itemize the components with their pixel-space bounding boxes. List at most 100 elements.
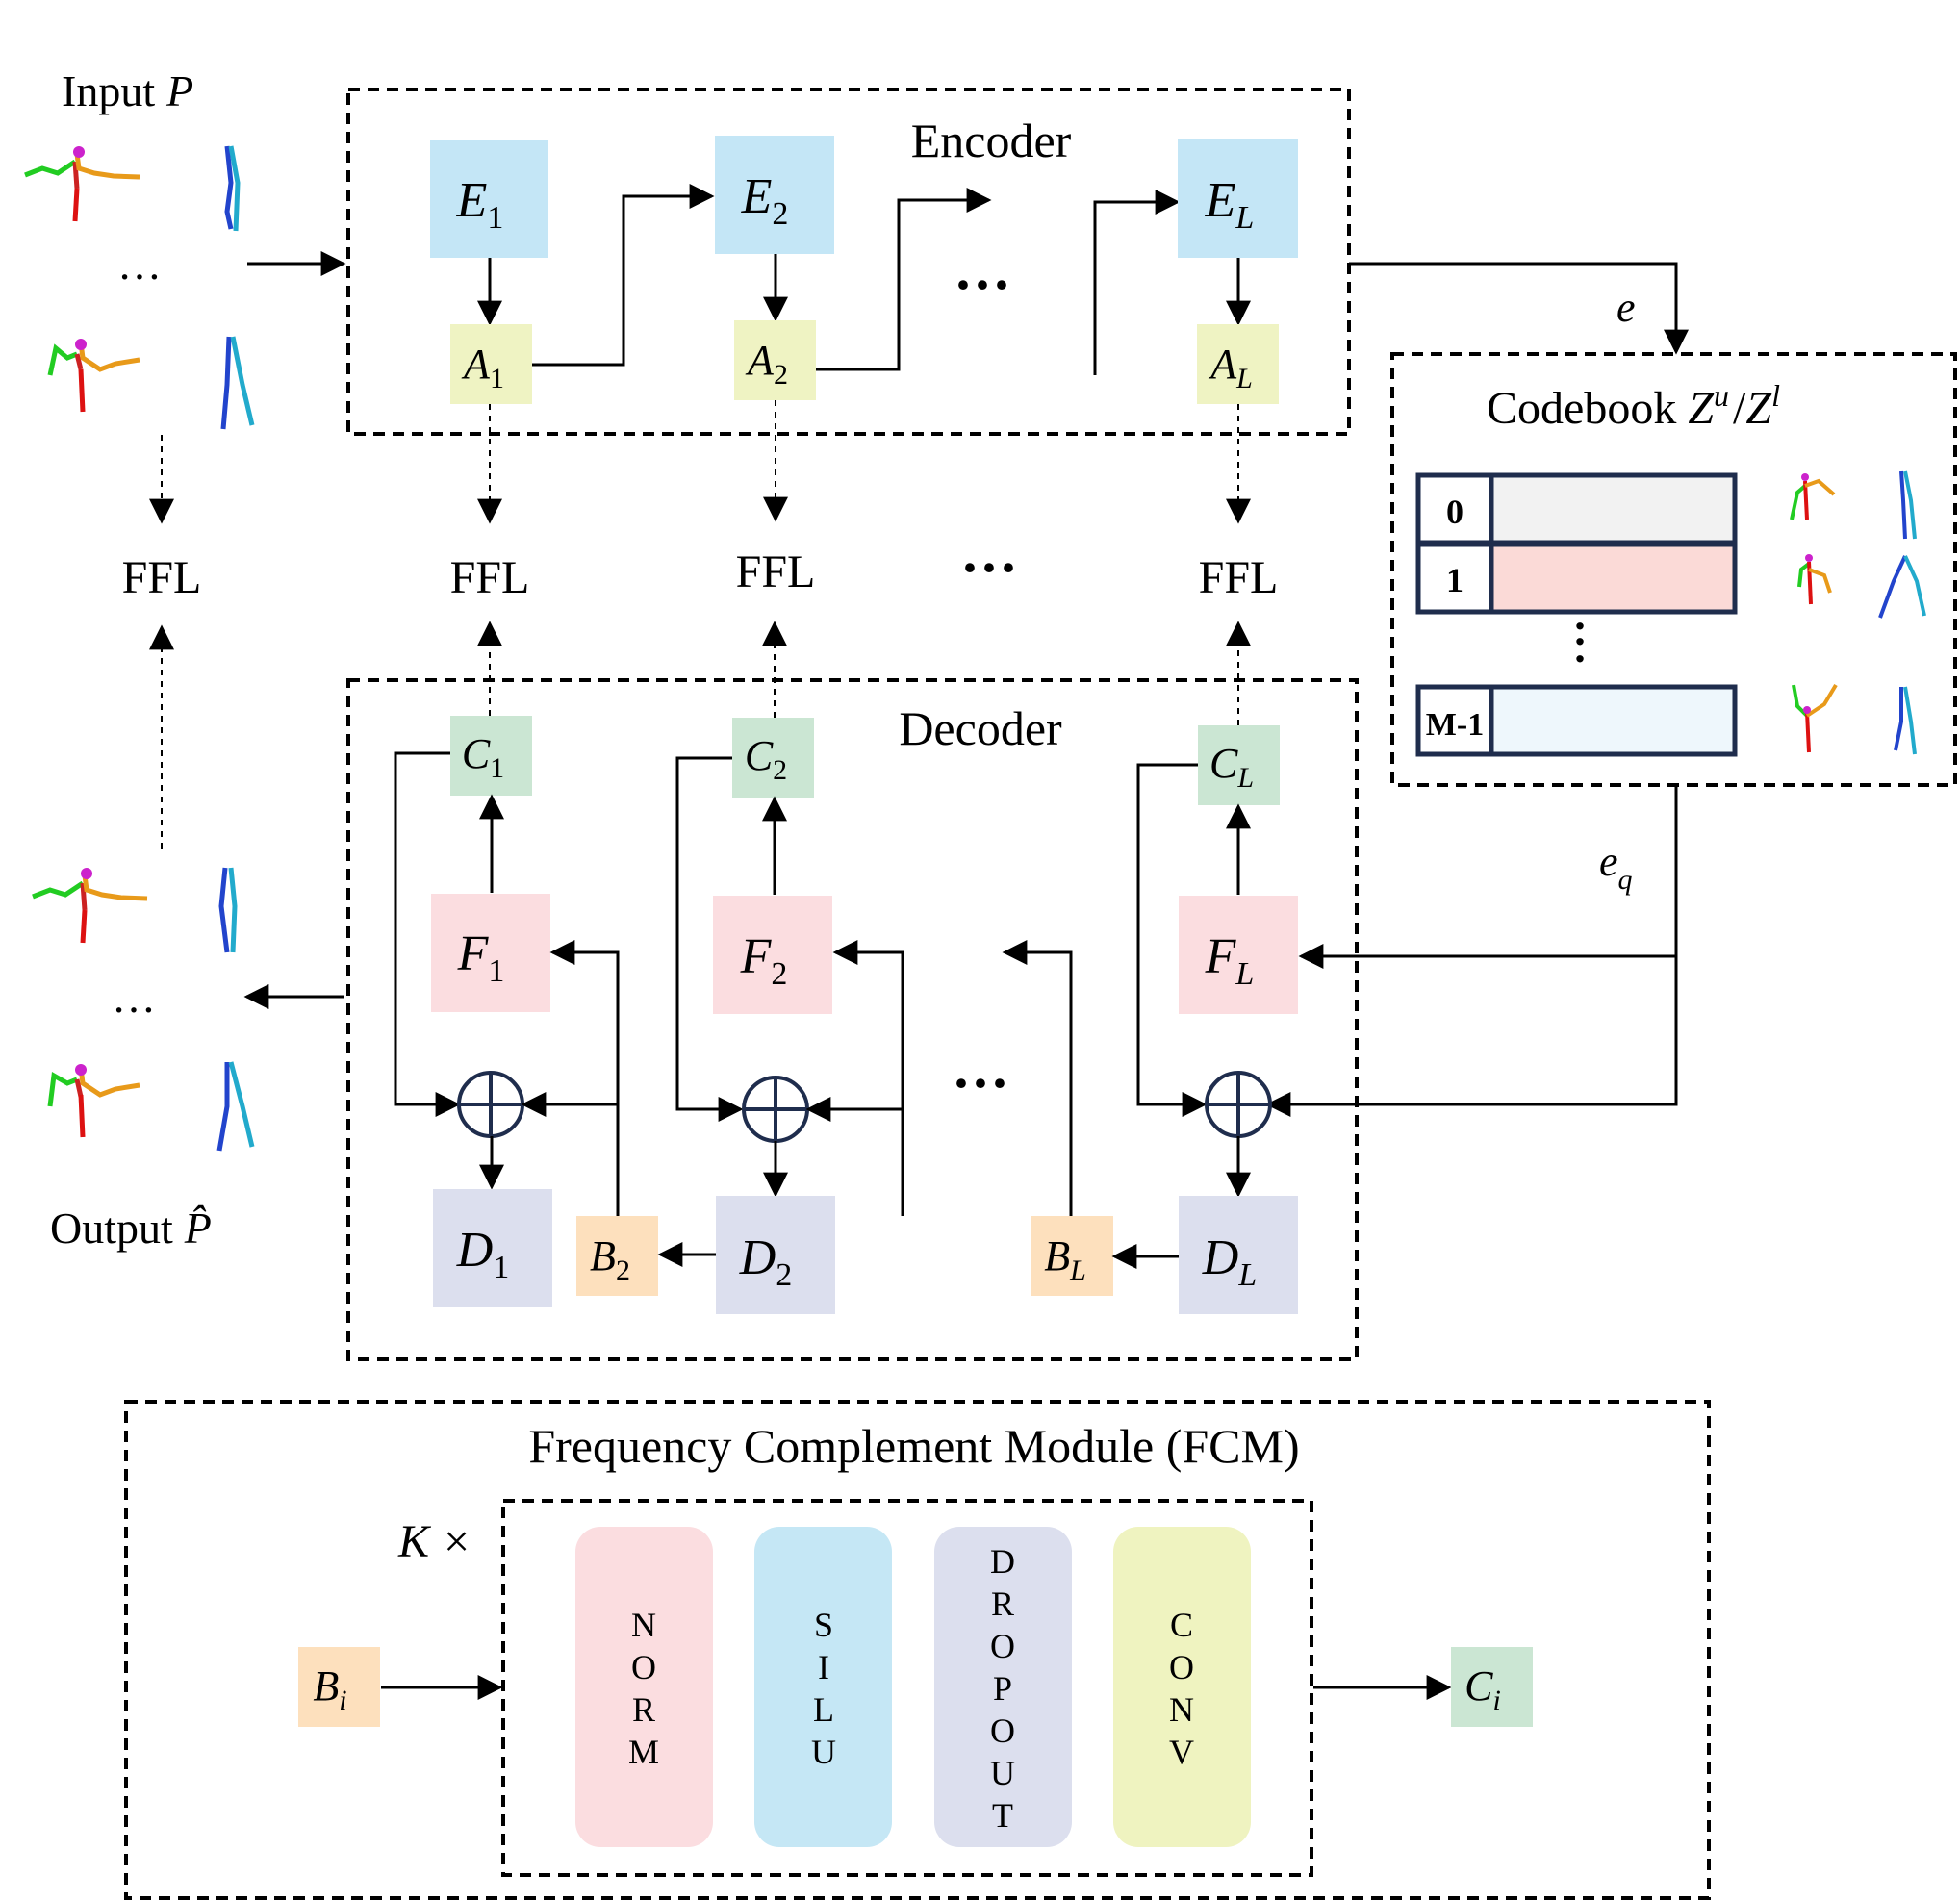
fcm-layer-conv	[1113, 1527, 1251, 1847]
fcm-title: Frequency Complement Module (FCM)	[528, 1419, 1299, 1473]
decoder-b-block-2-label: B2	[590, 1232, 630, 1286]
c1-to-adder1-arrow	[394, 751, 461, 1117]
skeleton-side-icon	[224, 145, 241, 232]
a2-to-next-arrow	[816, 188, 992, 371]
fcm-repeat-label: K ×	[397, 1516, 471, 1567]
encoder-block-L	[1178, 139, 1298, 258]
codebook-index-cell-1	[1415, 542, 1494, 615]
attention-block-2	[734, 320, 816, 400]
fcm-input-label: Bi	[313, 1662, 346, 1716]
codebook-vdots: ·	[1572, 617, 1587, 666]
codebook-title: Codebook Zu/Zl	[1487, 378, 1780, 434]
skeleton-front-icon	[1790, 473, 1836, 520]
skeleton-side-icon	[218, 867, 238, 953]
fcm-layer-letter: O	[631, 1648, 656, 1686]
fcm-output-label: Ci	[1464, 1662, 1501, 1716]
b2-to-f1-arrow	[549, 940, 620, 1216]
eq-to-adder-arrow	[1265, 956, 1678, 1117]
encoder-title: Encoder	[911, 114, 1072, 167]
codebook-index-cell-M-1	[1415, 684, 1494, 757]
decoder-c-block-2	[732, 718, 814, 798]
fcm-layer-norm	[575, 1527, 713, 1847]
decoder-d-block-1-label: D1	[456, 1223, 510, 1285]
decoder-b-block-L-label: BL	[1044, 1232, 1086, 1286]
decoder-f-block-L-label: FL	[1205, 929, 1255, 992]
decoder-title: Decoder	[899, 701, 1062, 755]
encoder-border	[346, 88, 1351, 436]
decoder-c-block-1	[450, 716, 532, 796]
decoder-f-block-L	[1179, 896, 1298, 1014]
fcm-repeat-block	[501, 1499, 1313, 1877]
decoder-d-block-2-label: D2	[739, 1230, 793, 1293]
attention-block-1-label: A1	[461, 341, 504, 394]
output-ellipsis: …	[112, 973, 156, 1022]
fcm-layer-letter: D	[990, 1542, 1015, 1581]
encoder-block-2	[715, 136, 834, 254]
input-ellipsis: …	[117, 240, 162, 289]
skeleton-side-icon	[1894, 686, 1917, 755]
codebook-entry-1	[1489, 542, 1738, 615]
decoder-f-block-2-label: F2	[740, 929, 788, 992]
ffl-dots: ···	[960, 536, 1018, 599]
decoder-f-block-1	[431, 894, 550, 1012]
skeleton-side-icon	[1899, 470, 1917, 540]
fcm-output-block	[1451, 1647, 1533, 1727]
skeleton-side-icon	[216, 1061, 255, 1152]
ffl-label-2: FFL	[736, 546, 816, 597]
skeleton-front-icon	[1792, 683, 1838, 753]
encoder-to-codebook-arrow	[1349, 262, 1689, 355]
decoder-c-block-L-label: CL	[1209, 740, 1254, 794]
fcm-layer-letter: N	[1169, 1690, 1194, 1729]
fcm-layer-letter: R	[632, 1690, 655, 1729]
skeleton-side-icon	[1878, 555, 1926, 619]
fcm-layer-dropout	[934, 1527, 1072, 1847]
fcm-layer-letter: V	[1169, 1733, 1194, 1771]
decoder-module: Decoder C1 F1 D1 B2 C2 F2 D2	[346, 621, 1359, 1361]
attention-block-L	[1197, 324, 1279, 404]
codebook-vdots: ·	[1572, 601, 1587, 650]
b3-to-f2-arrow	[832, 940, 904, 1216]
bl-to-prev-f-arrow	[1002, 940, 1073, 1216]
codebook-index-M-1: M-1	[1426, 707, 1484, 743]
decoder-f-block-1-label: F1	[457, 926, 505, 989]
decoder-dots: ···	[952, 1052, 1009, 1115]
fcm-border	[124, 1400, 1711, 1900]
attention-block-L-label: AL	[1208, 341, 1253, 394]
skeleton-front-icon	[47, 339, 140, 413]
encoder-block-1-label: E1	[456, 173, 504, 236]
fcm-layer-letter: N	[631, 1606, 656, 1644]
eq-label: eq	[1599, 838, 1633, 896]
fcm-layer-letter: O	[990, 1711, 1015, 1750]
fcm-module: Frequency Complement Module (FCM) K × Bi…	[124, 1400, 1711, 1900]
ffl-label-1: FFL	[450, 552, 530, 603]
skeleton-front-icon	[32, 868, 148, 944]
attention-block-2-label: A2	[745, 337, 788, 391]
decoder-c-block-L	[1198, 725, 1280, 805]
decoder-d-block-L-label: DL	[1202, 1230, 1257, 1293]
codebook-entry-0	[1489, 472, 1738, 545]
c2-to-adder2-arrow	[675, 756, 744, 1122]
prev-to-el-arrow	[1093, 190, 1181, 375]
fcm-layer-letter: R	[991, 1584, 1014, 1623]
fcm-layer-letter: O	[1169, 1648, 1194, 1686]
e-label: e	[1616, 284, 1636, 331]
skeleton-front-icon	[47, 1064, 140, 1138]
codebook-index-1: 1	[1446, 561, 1464, 599]
fcm-layer-silu	[754, 1527, 892, 1847]
ffl-label-L: FFL	[1199, 552, 1279, 603]
encoder-module: Encoder E1 A1 E2 A2 ··· EL AL	[346, 88, 1351, 524]
decoder-d-block-1	[433, 1189, 552, 1307]
encoder-dots: ···	[954, 253, 1011, 317]
fcm-layer-letter: C	[1170, 1606, 1193, 1644]
skeleton-side-icon	[220, 336, 255, 430]
fcm-input-block	[298, 1647, 380, 1727]
decoder-d-block-L	[1179, 1196, 1298, 1314]
decoder-d-block-2	[716, 1196, 835, 1314]
decoder-c-block-1-label: C1	[462, 730, 504, 784]
